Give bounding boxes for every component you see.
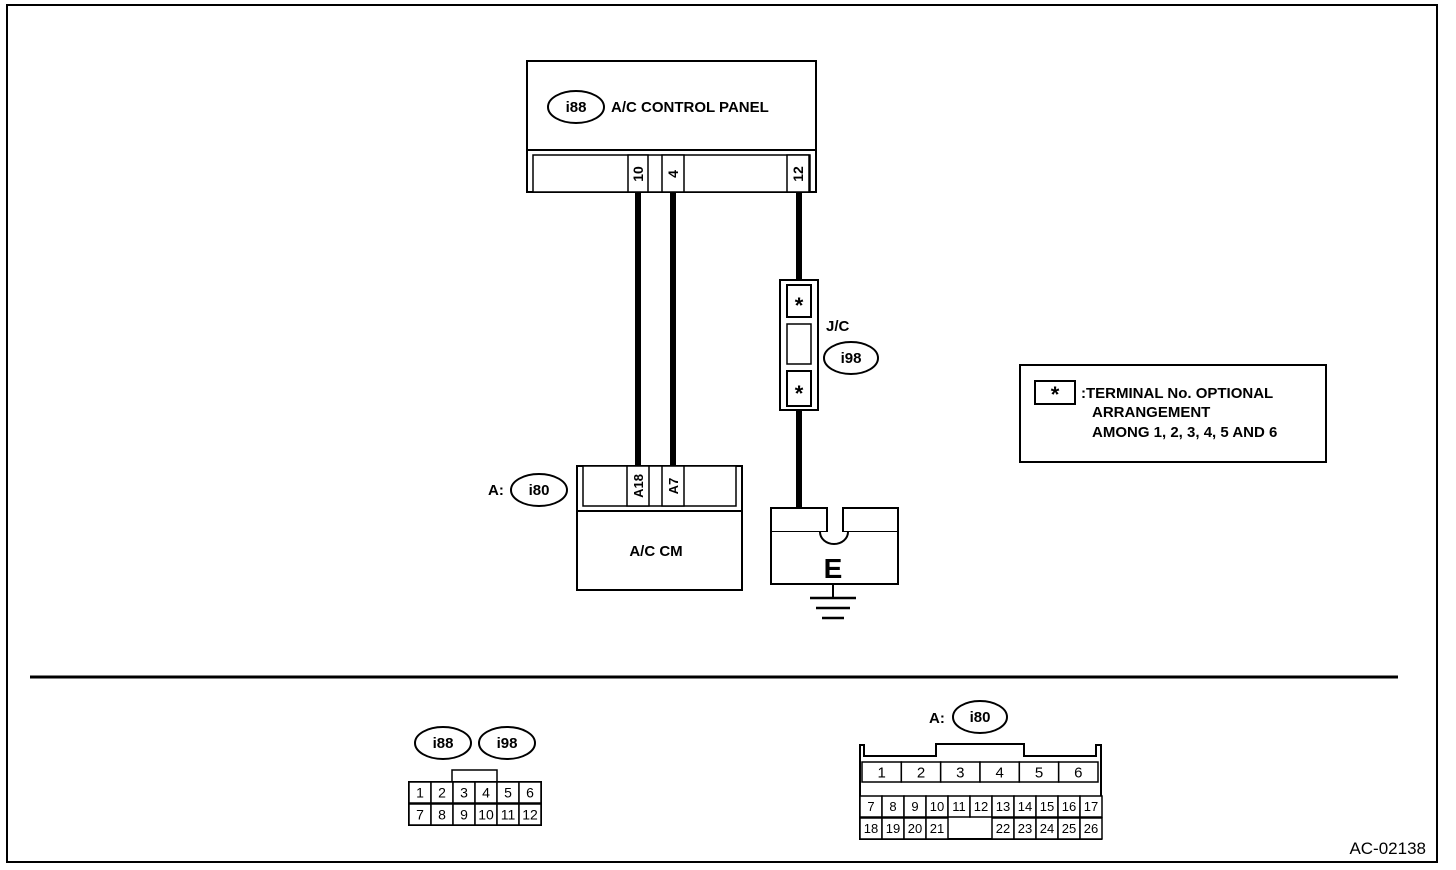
i98-connector-oval <box>823 341 879 375</box>
large-top-pin-3: 3 <box>956 764 964 781</box>
large-pin-16: 16 <box>1062 799 1076 814</box>
large-connector-prefix: A: <box>929 710 945 727</box>
small-pin-12-cell <box>518 803 542 826</box>
small-pin-6: 6 <box>526 785 534 801</box>
large-pin-20: 20 <box>908 821 922 836</box>
large-pin-18: 18 <box>864 821 878 836</box>
panel-connector-id: i88 <box>566 99 587 116</box>
legend-line-3: AMONG 1, 2, 3, 4, 5 AND 6 <box>1092 424 1277 441</box>
large-pin-17: 17 <box>1084 799 1098 814</box>
large-pin-13: 13 <box>996 799 1010 814</box>
panel-pin-10: 10 <box>630 166 646 182</box>
small-pin-6-cell <box>518 781 542 804</box>
large-pin-21: 21 <box>930 821 944 836</box>
small-pin-5: 5 <box>504 785 512 801</box>
ground-e: E <box>770 507 899 620</box>
large-pin-9: 9 <box>911 799 918 814</box>
acm-connector-id: i80 <box>529 482 550 499</box>
figure-code: AC-02138 <box>1349 839 1426 858</box>
ac-control-panel: i88 A/C CONTROL PANEL 10 4 12 <box>526 60 817 193</box>
panel-title: A/C CONTROL PANEL <box>611 99 769 116</box>
acm-prefix: A: <box>488 482 504 499</box>
small-pin-1: 1 <box>416 785 424 801</box>
acm-title: A/C CM <box>629 543 682 560</box>
large-pin-26-cell <box>1079 817 1103 840</box>
large-pin-23: 23 <box>1018 821 1032 836</box>
acm-pin-a7: A7 <box>666 478 681 495</box>
ground-label: E <box>824 553 843 584</box>
jc-pin-top: * <box>795 293 804 318</box>
large-pin-14: 14 <box>1018 799 1032 814</box>
large-top-pin-2: 2 <box>917 764 925 781</box>
large-pin-22: 22 <box>996 821 1010 836</box>
small-pin-2: 2 <box>438 785 446 801</box>
small-pin-10: 10 <box>478 807 494 823</box>
large-top-pin-1: 1 <box>877 764 885 781</box>
large-top-pin-4: 4 <box>995 764 1003 781</box>
acm-pin-a18: A18 <box>631 474 646 498</box>
large-pin-24: 24 <box>1040 821 1054 836</box>
large-top-pin-5: 5 <box>1035 764 1043 781</box>
small-pin-7: 7 <box>416 807 424 823</box>
ac-cm: A: i80 A18 A7 A/C CM <box>488 465 743 591</box>
large-top-pin-6-cell <box>1057 761 1099 783</box>
outer-frame <box>6 4 1438 863</box>
small-pin-9: 9 <box>460 807 468 823</box>
small-pin-4: 4 <box>482 785 490 801</box>
small-i88-oval <box>414 726 472 760</box>
legend-symbol: * <box>1051 382 1060 407</box>
large-pin-11: 11 <box>952 799 966 814</box>
large-pin-12: 12 <box>974 799 988 814</box>
large-pin-21-cell <box>925 817 949 840</box>
large-pin-15: 15 <box>1040 799 1054 814</box>
panel-pin-4: 4 <box>665 170 681 178</box>
jc-label: J/C <box>826 318 850 335</box>
legend-box: * :TERMINAL No. OPTIONAL ARRANGEMENT AMO… <box>1019 364 1327 463</box>
i88-connector-oval <box>547 90 605 124</box>
large-pin-10: 10 <box>930 799 944 814</box>
small-i98-oval <box>478 726 536 760</box>
legend-line-1: :TERMINAL No. OPTIONAL <box>1081 385 1273 402</box>
panel-pin-12: 12 <box>790 166 806 182</box>
small-pin-12: 12 <box>522 807 538 823</box>
large-pin-26: 26 <box>1084 821 1098 836</box>
small-pin-8: 8 <box>438 807 446 823</box>
large-pin-8: 8 <box>889 799 896 814</box>
small-pin-3: 3 <box>460 785 468 801</box>
large-pin-19: 19 <box>886 821 900 836</box>
i80-connector-oval <box>510 473 568 507</box>
small-connector-id-1: i88 <box>433 735 454 752</box>
jc-connector-id: i98 <box>841 350 862 367</box>
large-pin-25: 25 <box>1062 821 1076 836</box>
large-connector-id: i80 <box>970 709 991 726</box>
large-pin-7: 7 <box>867 799 874 814</box>
legend-line-2: ARRANGEMENT <box>1092 404 1210 421</box>
large-i80-oval <box>952 700 1008 734</box>
large-pin-17-cell <box>1079 795 1103 818</box>
joint-connector: * * J/C i98 <box>779 279 879 411</box>
small-pin-11: 11 <box>501 807 516 823</box>
wires <box>635 192 802 510</box>
large-top-pin-6: 6 <box>1074 764 1082 781</box>
small-connector-id-2: i98 <box>497 735 518 752</box>
jc-pin-bottom: * <box>795 381 804 406</box>
